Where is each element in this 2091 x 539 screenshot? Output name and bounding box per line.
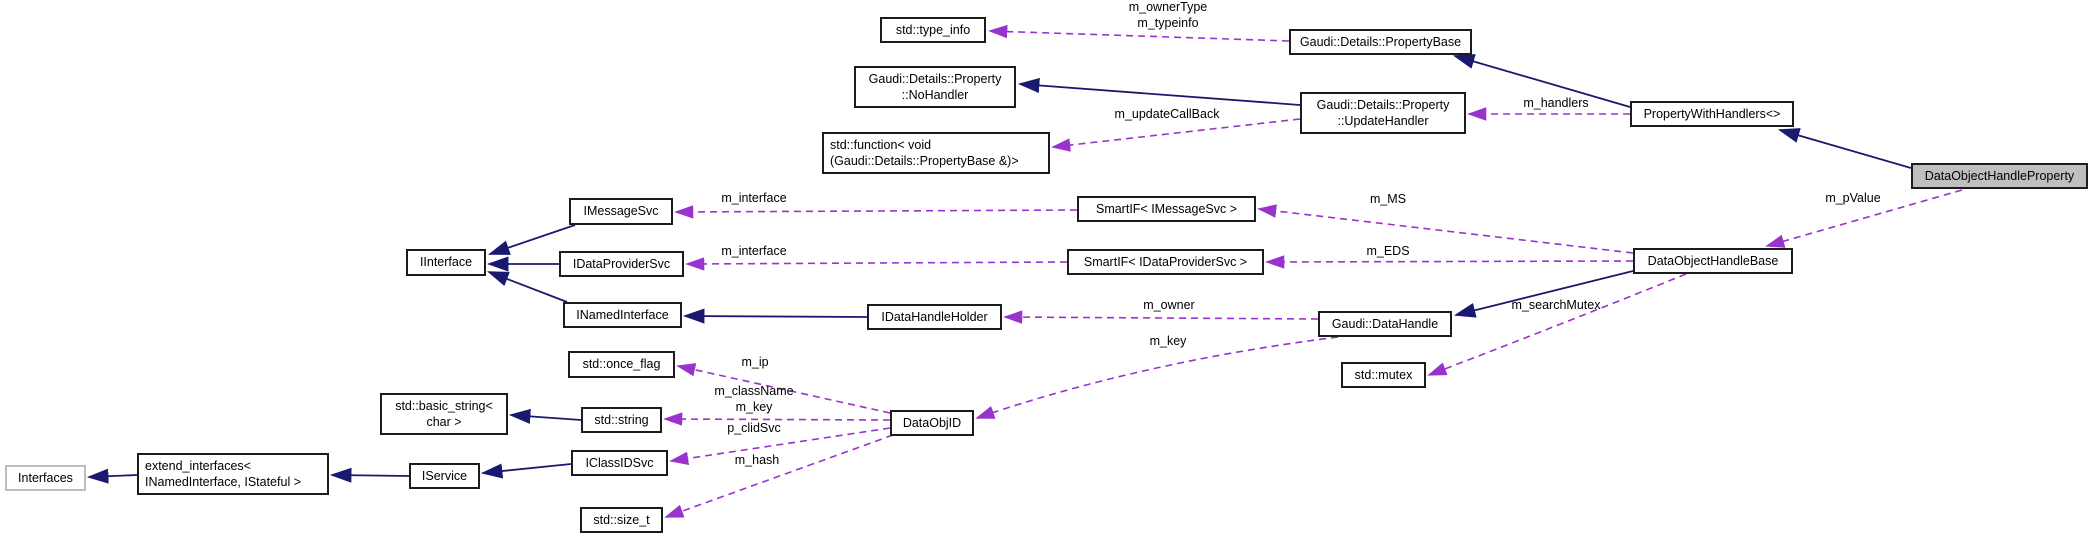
class-node-std-once-flag[interactable]: std::once_flag [568,351,675,378]
class-node-iinterface[interactable]: IInterface [406,249,486,276]
edge-label-m-ms: m_MS [1369,192,1407,206]
class-node-property-base[interactable]: Gaudi::Details::PropertyBase [1289,29,1472,55]
edge-inherit-dohbase-datahandle [1453,270,1634,318]
edge-use-datahandle-dataobjid [975,336,1339,419]
edge-inherit-stdstring-basicstring [508,408,582,424]
class-node-std-type-info[interactable]: std::type_info [880,17,986,43]
edge-inherit-iservice-extendinterfaces [329,467,410,483]
edge-use-dataobjid-onceflag [676,363,891,414]
edge-inherit-extendinterfaces-interfaces [86,468,138,484]
edge-inherit-iclassidsvc-iservice [480,463,572,479]
class-node-extend-interfaces[interactable]: extend_interfaces< INamedInterface, ISta… [137,453,329,495]
class-node-idata-handle-holder[interactable]: IDataHandleHolder [867,304,1002,330]
edge-label-m-key-handle: m_key [1149,334,1187,348]
class-node-update-handler[interactable]: Gaudi::Details::Property ::UpdateHandler [1300,92,1466,134]
edge-use-dohbase-smartif-idataprovidersvc [1265,255,1634,269]
class-node-data-object-handle-property: DataObjectHandleProperty [1911,163,2088,189]
class-node-idata-provider-svc[interactable]: IDataProviderSvc [559,251,684,277]
edge-inherit-updatehandler-nohandler [1017,77,1301,106]
class-node-imessage-svc[interactable]: IMessageSvc [569,198,673,225]
class-node-std-mutex[interactable]: std::mutex [1341,362,1426,388]
edge-use-dataobjid-sizet [664,434,894,518]
edge-label-m-interface-dps: m_interface [721,244,787,258]
edge-label-m-interface-msg: m_interface [721,191,787,205]
class-node-smartif-imessage-svc[interactable]: SmartIF< IMessageSvc > [1077,196,1256,222]
class-node-std-basic-string[interactable]: std::basic_string< char > [380,393,508,435]
class-node-no-handler[interactable]: Gaudi::Details::Property ::NoHandler [854,66,1016,108]
class-node-iclass-id-svc[interactable]: IClassIDSvc [571,450,668,476]
edge-label-m-ip: m_ip [741,355,769,369]
class-node-smartif-idata-provider-svc[interactable]: SmartIF< IDataProviderSvc > [1067,249,1264,275]
edge-use-datahandle-idatahandleholder [1003,310,1319,324]
edge-label-m-searchmutex: m_searchMutex [1511,298,1601,312]
edge-use-dohbase-smartif-imessagesvc [1257,204,1634,254]
edge-label-m-hash: m_hash [734,453,780,467]
class-node-data-obj-id[interactable]: DataObjID [890,410,974,436]
edge-label-p-clidsvc: p_clidSvc [727,421,781,435]
edge-label-m-pvalue: m_pValue [1825,191,1881,205]
edge-use-smartifdps-idataprovidersvc [685,257,1068,271]
class-node-property-with-handlers[interactable]: PropertyWithHandlers<> [1630,101,1794,127]
class-node-std-string[interactable]: std::string [581,407,662,433]
edge-inherit-dohproperty-pwh [1777,128,1912,169]
edge-use-dohproperty-dohbase [1765,189,1963,248]
edge-inherit-inamedinterface-iinterface [486,271,568,303]
edge-use-smartifmsg-imessagesvc [674,205,1078,219]
class-node-std-function[interactable]: std::function< void (Gaudi::Details::Pro… [822,132,1050,174]
class-node-gaudi-data-handle[interactable]: Gaudi::DataHandle [1318,311,1452,337]
class-node-inamed-interface[interactable]: INamedInterface [563,302,682,328]
edge-label-m-ownertype-m-typeinfo: m_ownerType m_typeinfo [1128,0,1208,30]
edge-label-m-handlers: m_handlers [1523,96,1589,110]
edge-label-m-classname-m-key: m_className m_key [714,384,794,414]
edge-use-dataobjid-stdstring [663,412,891,426]
edge-use-propertybase-typeinfo [988,24,1290,42]
class-node-iservice[interactable]: IService [409,463,480,489]
class-node-data-object-handle-base[interactable]: DataObjectHandleBase [1633,248,1793,274]
edge-label-m-eds: m_EDS [1366,244,1410,258]
edge-inherit-idatahandleholder-inamedinterface [682,308,868,324]
edge-use-dohbase-stdmutex [1427,273,1687,376]
edge-label-m-updatecallback: m_updateCallBack [1114,107,1220,121]
edge-inherit-imessagesvc-iinterface [487,224,576,255]
edge-label-m-owner: m_owner [1143,298,1195,312]
edge-use-dataobjid-iclassidsvc [669,427,891,466]
edge-use-updatehandler-stdfunction [1051,118,1301,152]
edge-inherit-pwh-propertybase [1452,54,1631,108]
class-node-std-size-t[interactable]: std::size_t [580,507,663,533]
class-node-interfaces: Interfaces [5,465,86,491]
